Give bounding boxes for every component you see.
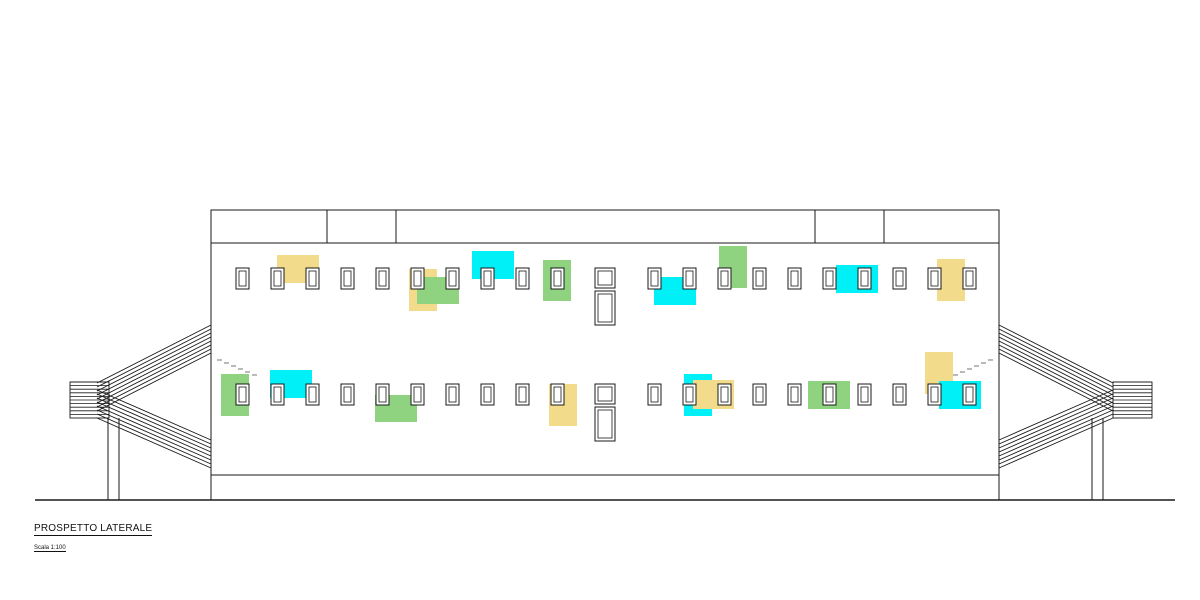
drawing-title: PROSPETTO LATERALE bbox=[34, 523, 153, 536]
window bbox=[305, 383, 320, 406]
window bbox=[550, 267, 565, 290]
left-external-staircase bbox=[69, 324, 257, 500]
window bbox=[647, 267, 662, 290]
window bbox=[410, 267, 425, 290]
window bbox=[480, 383, 495, 406]
window bbox=[892, 267, 907, 290]
window bbox=[445, 383, 460, 406]
window bbox=[787, 267, 802, 290]
right-external-staircase bbox=[953, 324, 1153, 500]
highlight-box bbox=[836, 265, 878, 293]
window bbox=[480, 267, 495, 290]
center-doors bbox=[594, 267, 616, 442]
window bbox=[892, 383, 907, 406]
window bbox=[822, 383, 837, 406]
window bbox=[927, 267, 942, 290]
window bbox=[962, 267, 977, 290]
window bbox=[787, 383, 802, 406]
window bbox=[270, 267, 285, 290]
window bbox=[305, 267, 320, 290]
window bbox=[682, 383, 697, 406]
window bbox=[375, 383, 390, 406]
window bbox=[270, 383, 285, 406]
door bbox=[594, 383, 616, 442]
window bbox=[822, 267, 837, 290]
window bbox=[927, 383, 942, 406]
window bbox=[962, 383, 977, 406]
windows bbox=[235, 267, 977, 406]
window bbox=[515, 267, 530, 290]
drawing-caption: PROSPETTO LATERALE Scala 1:100 bbox=[34, 518, 153, 554]
window bbox=[647, 383, 662, 406]
window bbox=[857, 383, 872, 406]
facade-outline bbox=[210, 209, 1000, 501]
window bbox=[340, 383, 355, 406]
window bbox=[550, 383, 565, 406]
drawing-scale: Scala 1:100 bbox=[34, 545, 66, 552]
window bbox=[375, 267, 390, 290]
window bbox=[235, 267, 250, 290]
window bbox=[410, 383, 425, 406]
door bbox=[594, 267, 616, 326]
window bbox=[857, 267, 872, 290]
parapet-panel-dividers bbox=[326, 210, 885, 243]
window bbox=[235, 383, 250, 406]
window bbox=[717, 267, 732, 290]
window bbox=[717, 383, 732, 406]
window bbox=[515, 383, 530, 406]
window bbox=[752, 267, 767, 290]
window bbox=[340, 267, 355, 290]
highlight-box bbox=[937, 259, 965, 301]
window bbox=[445, 267, 460, 290]
window bbox=[752, 383, 767, 406]
window bbox=[682, 267, 697, 290]
